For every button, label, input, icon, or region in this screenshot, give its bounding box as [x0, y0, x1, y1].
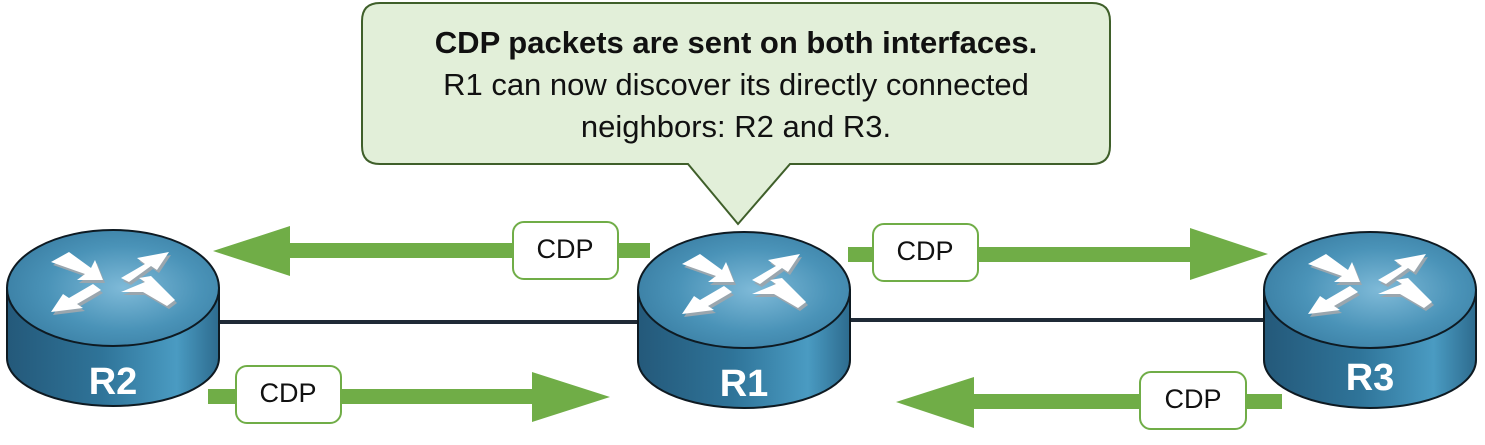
router-label-r1: R1 [719, 363, 769, 405]
cdp-packet-box [235, 365, 342, 424]
cdp-packet-box [872, 223, 979, 282]
callout-bubble [361, 2, 1111, 226]
cdp-label-r3-to-r1: CDP [1164, 384, 1222, 414]
router-r3[interactable] [1263, 231, 1477, 409]
cdp-label-r1-to-r3: CDP [896, 236, 954, 266]
router-r2[interactable] [6, 229, 220, 407]
router-label-r2: R2 [88, 361, 138, 403]
cdp-label-r1-to-r2: CDP [536, 234, 594, 264]
arrow-right-icon [532, 372, 610, 422]
arrow-left-icon [213, 226, 290, 276]
callout-title: CDP packets are sent on both interfaces. [434, 25, 1038, 60]
cdp-packet-box [512, 221, 619, 280]
router-r1[interactable] [637, 231, 851, 409]
router-label-r3: R3 [1345, 357, 1395, 399]
callout-line-2: neighbors: R2 and R3. [580, 109, 892, 144]
arrow-right-icon [1190, 228, 1268, 280]
cdp-label-r2-to-r1: CDP [259, 378, 317, 408]
cdp-packet-box [1139, 371, 1247, 430]
arrow-left-icon [896, 377, 974, 428]
callout-line-1: R1 can now discover its directly connect… [443, 67, 1029, 102]
callout-text: CDP packets are sent on both interfaces.… [362, 22, 1110, 148]
